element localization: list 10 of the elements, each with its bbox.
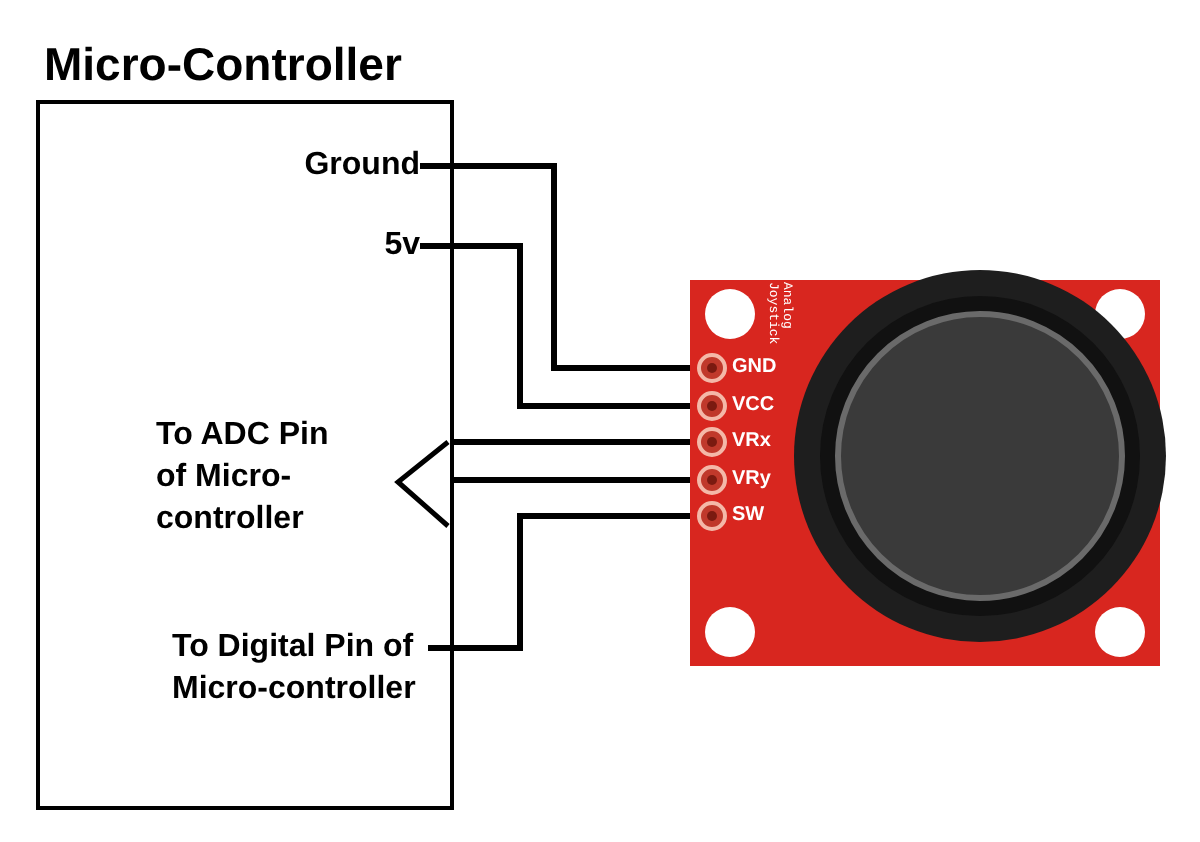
pin-label: To Digital Pin of Micro-controller [172,626,428,710]
pin-label: To ADC Pin of Micro-controller [156,416,331,540]
box-heading: Micro-Controller [44,36,402,92]
pin-name: SW [732,502,765,530]
pin-label: 5v [320,224,420,266]
pin-name: VRx [732,428,771,456]
pin-name: VCC [732,392,775,420]
pin-label: Ground [264,144,420,186]
pin-name: VRy [732,466,771,494]
pin-name: GND [732,354,777,382]
